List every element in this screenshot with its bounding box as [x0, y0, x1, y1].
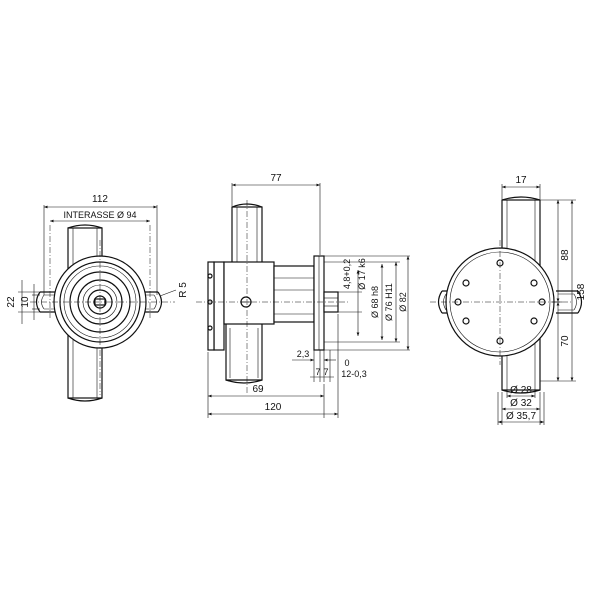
- front-width-label: 112: [92, 194, 108, 205]
- side-pilot-d-label: Ø 68 h8: [370, 286, 380, 318]
- side-offset-23-label: 2,3: [297, 349, 310, 359]
- rear-height-88-label: 88: [560, 249, 571, 261]
- side-seven-a-label: 7: [315, 367, 320, 377]
- front-view: 112 INTERASSE Ø 94 22 10 R 5: [6, 194, 189, 402]
- side-length-120-label: 120: [265, 402, 282, 413]
- rear-height-70-label: 70: [560, 335, 571, 347]
- side-shaft-d-label: Ø 17 k6: [357, 258, 367, 290]
- front-height-10-label: 10: [20, 296, 31, 308]
- rear-view: 17 88 70 158 Ø 28 Ø 32 Ø 35,7: [430, 175, 587, 425]
- rear-d32-label: Ø 32: [510, 398, 532, 409]
- side-depth-77-label: 77: [270, 173, 282, 184]
- side-seven-b-label: 7: [323, 367, 328, 377]
- side-flange-d-label: Ø 82: [398, 292, 408, 312]
- side-zero-label: 0: [344, 358, 349, 368]
- front-interasse-label: INTERASSE Ø 94: [63, 210, 136, 220]
- side-main-body: [207, 255, 339, 351]
- side-view: 77 4,8+0,2 Ø 17 k6 Ø 68 h8 Ø 76 H11 Ø 82…: [196, 173, 410, 418]
- rear-height-158-label: 158: [576, 283, 587, 300]
- rear-d28-label: Ø 28: [510, 385, 532, 396]
- front-height-22-label: 22: [6, 296, 17, 308]
- rear-top-17-label: 17: [515, 175, 527, 186]
- side-tol-label: 12-0,3: [341, 369, 367, 379]
- side-gap-label: 4,8+0,2: [342, 259, 352, 289]
- side-length-69-label: 69: [252, 384, 264, 395]
- front-radius-label: R 5: [178, 282, 189, 298]
- rear-d357-label: Ø 35,7: [506, 411, 536, 422]
- side-bore-d-label: Ø 76 H11: [384, 283, 394, 321]
